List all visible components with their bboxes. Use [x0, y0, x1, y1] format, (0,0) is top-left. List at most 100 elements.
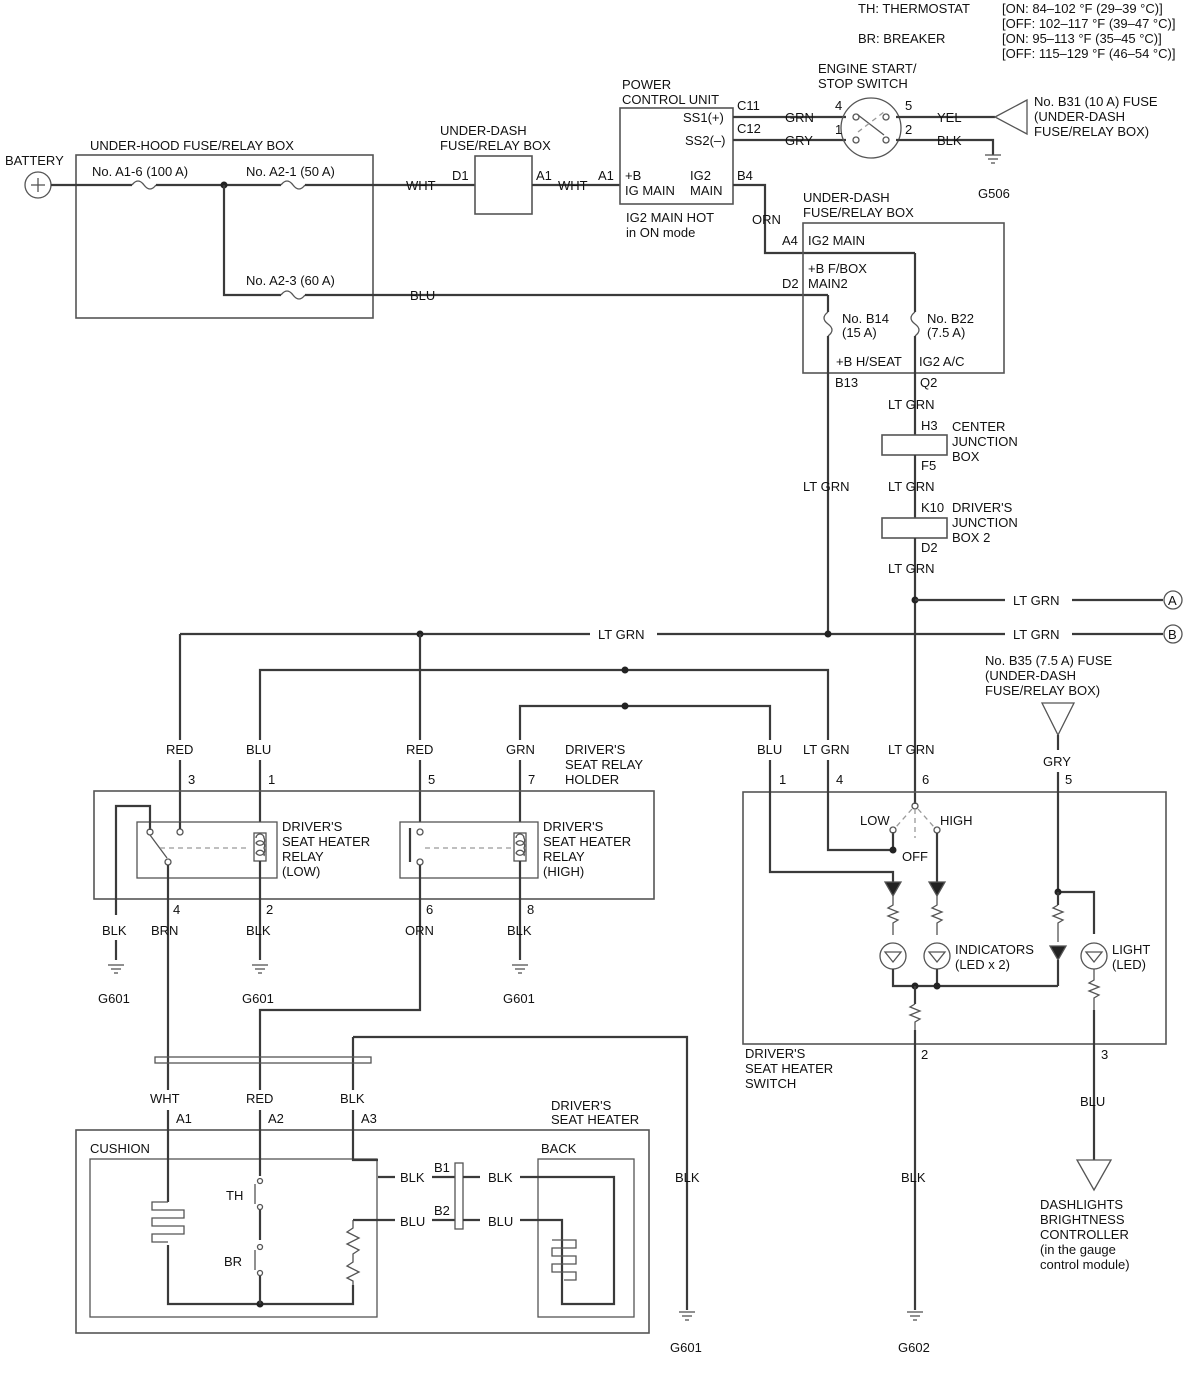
connector-a-label: A — [1168, 593, 1177, 608]
connector-b-label: B — [1168, 627, 1177, 642]
label: DRIVER'S — [952, 500, 1013, 515]
ground-symbol — [679, 1311, 695, 1321]
label: FUSE/RELAY BOX — [440, 138, 551, 153]
label: DRIVER'S — [282, 819, 343, 834]
label: DRIVER'S — [565, 742, 626, 757]
under-dash-fuse-box-2: UNDER-DASH FUSE/RELAY BOX A4 IG2 MAIN +B… — [782, 190, 1005, 390]
pin: 2 — [266, 902, 273, 917]
drivers-seat-heater: DRIVER'S SEAT HEATER A1 A2 A3 CUSHION BA… — [75, 1098, 650, 1334]
label: +B — [625, 168, 641, 183]
pin: H3 — [921, 418, 938, 433]
pin: 4 — [173, 902, 180, 917]
ground-symbol — [985, 154, 1001, 164]
label: BOX — [952, 449, 980, 464]
off-label: OFF — [902, 849, 928, 864]
ground-label: G601 — [503, 991, 535, 1006]
label: HOLDER — [565, 772, 619, 787]
seat-heater-relay-high: DRIVER'S SEAT HEATER RELAY (HIGH) — [399, 819, 631, 879]
wire-label-ltgrn: LT GRN — [598, 627, 644, 642]
pin: D2 — [782, 276, 799, 291]
pin: 4 — [835, 98, 842, 113]
wire-label-blu: BLU — [246, 742, 271, 757]
pin: D2 — [921, 540, 938, 555]
label: DRIVER'S — [551, 1098, 612, 1113]
legend-th-on: [ON: 84–102 °F (29–39 °C)] — [1002, 1, 1163, 16]
fuse-a2-1-label: No. A2-1 (50 A) — [246, 164, 335, 179]
engine-start-stop-switch: ENGINE START/ STOP SWITCH 4 5 1 2 — [818, 61, 917, 159]
ground-label: G601 — [98, 991, 130, 1006]
label: SWITCH — [745, 1076, 796, 1091]
wire-label-grn: GRN — [506, 742, 535, 757]
pin: 8 — [527, 902, 534, 917]
pin: F5 — [921, 458, 936, 473]
label: JUNCTION — [952, 515, 1018, 530]
wire-label-ltgrn: LT GRN — [888, 479, 934, 494]
fuse-a2-3-symbol — [280, 290, 306, 300]
ground-label: G601 — [242, 991, 274, 1006]
wire-label-ltgrn: LT GRN — [888, 561, 934, 576]
label: No. B31 (10 A) FUSE — [1034, 94, 1158, 109]
pin: 5 — [1065, 772, 1072, 787]
label: UNDER-DASH — [440, 123, 527, 138]
label: (UNDER-DASH — [1034, 109, 1125, 124]
label: RELAY — [543, 849, 585, 864]
pin: 2 — [905, 122, 912, 137]
wire-label-gry: GRY — [1043, 754, 1071, 769]
wire-label-ltgrn: LT GRN — [1013, 627, 1059, 642]
seat-heater-relay-low: DRIVER'S SEAT HEATER RELAY (LOW) — [114, 804, 370, 915]
legend-br-off: [OFF: 115–129 °F (46–54 °C)] — [1002, 46, 1175, 61]
wire-label-wht: WHT — [406, 178, 436, 193]
wire-label-blk: BLK — [507, 923, 532, 938]
label: CONTROLLER — [1040, 1227, 1129, 1242]
wire-label-yel: YEL — [937, 110, 962, 125]
label: ENGINE START/ — [818, 61, 917, 76]
wire-label-gry: GRY — [785, 133, 813, 148]
pin: Q2 — [920, 375, 937, 390]
legend-th: TH: THERMOSTAT — [858, 1, 970, 16]
label: No. B22 — [927, 311, 974, 326]
under-hood-fuse-relay-box: UNDER-HOOD FUSE/RELAY BOX No. A1-6 (100 … — [75, 138, 374, 319]
pin: A1 — [536, 168, 552, 183]
wire-label-blk: BLK — [400, 1170, 425, 1185]
label: No. B14 — [842, 311, 889, 326]
label: DRIVER'S — [543, 819, 604, 834]
wire-label-blu: BLU — [410, 288, 435, 303]
cushion-element — [89, 1158, 378, 1318]
pin: B2 — [434, 1203, 450, 1218]
label: (LED) — [1112, 957, 1146, 972]
label: +B F/BOX — [808, 261, 867, 276]
label: JUNCTION — [952, 434, 1018, 449]
label: SS1(+) — [683, 110, 724, 125]
label: (15 A) — [842, 325, 877, 340]
low-label: LOW — [860, 813, 890, 828]
ground-symbol — [108, 964, 528, 974]
label: POWER — [622, 77, 671, 92]
label: STOP SWITCH — [818, 76, 908, 91]
fuse-a2-1-symbol — [280, 180, 306, 190]
label: LIGHT — [1112, 942, 1150, 957]
label: DRIVER'S — [745, 1046, 806, 1061]
wire-label-red: RED — [406, 742, 433, 757]
pin: 5 — [905, 98, 912, 113]
drivers-junction-box-2 — [881, 517, 948, 539]
label: (HIGH) — [543, 864, 584, 879]
fuse-a1-6-label: No. A1-6 (100 A) — [92, 164, 188, 179]
wire-label-blu: BLU — [1080, 1094, 1105, 1109]
label: UNDER-DASH — [803, 190, 890, 205]
pin: D1 — [452, 168, 469, 183]
legend-br: BR: BREAKER — [858, 31, 945, 46]
pin: C11 — [737, 98, 760, 113]
ground-symbol — [907, 1311, 923, 1321]
wire-label-ltgrn: LT GRN — [803, 742, 849, 757]
legend-br-on: [ON: 95–113 °F (35–45 °C)] — [1002, 31, 1162, 46]
connector-b — [1163, 624, 1183, 644]
label: (UNDER-DASH — [985, 668, 1076, 683]
label: control module) — [1040, 1257, 1130, 1272]
label: RELAY — [282, 849, 324, 864]
label: SEAT RELAY — [565, 757, 643, 772]
label: IG MAIN — [625, 183, 675, 198]
wire-label-orn: ORN — [405, 923, 434, 938]
pin: 6 — [922, 772, 929, 787]
label: CONTROL UNIT — [622, 92, 719, 107]
